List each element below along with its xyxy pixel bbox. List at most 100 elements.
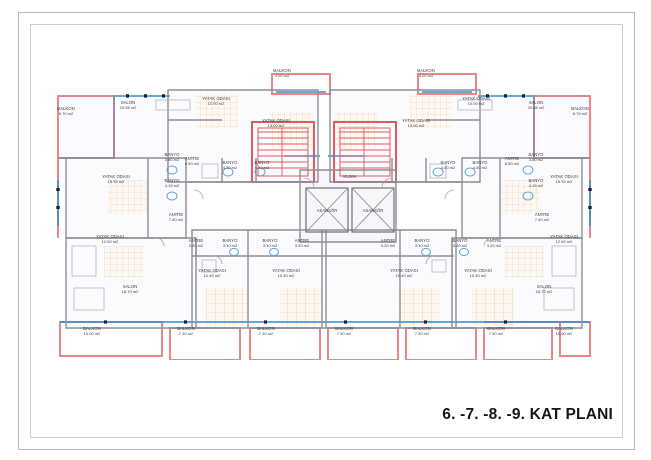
room-area: 18.70 m2	[122, 289, 139, 294]
room-area: 3.10 m2	[223, 243, 238, 248]
room-area: 7.30 m2	[489, 331, 504, 336]
room-name: YATAK ODASI	[550, 174, 578, 179]
room-area: 12.50 m2	[102, 239, 119, 244]
room-area: 15.30 m2	[108, 179, 125, 184]
elevator-left-label: ASANSÖR	[317, 208, 337, 213]
room-name: SALON	[529, 100, 544, 105]
room-area: 13.00 m2	[268, 123, 285, 128]
room-name: BANYO	[528, 152, 544, 157]
room-area: 12.50 m2	[556, 239, 573, 244]
room-name: ANTRE	[189, 238, 204, 243]
sheet-title: 6. -7. -8. -9. KAT PLANI	[442, 406, 613, 423]
room-area: 15.30 m2	[556, 179, 573, 184]
room-area: 4.00 m2	[419, 73, 434, 78]
room-name: BANYO	[222, 238, 238, 243]
room-name: YATAK ODASI	[262, 118, 290, 123]
core-labels: KLIMA ASANSÖR ASANSÖR	[317, 174, 383, 213]
room-name: BALKON	[413, 326, 430, 331]
room-name: BANYO	[472, 160, 488, 165]
room-name: YATAK ODASI	[462, 96, 490, 101]
room-name: BANYO	[164, 178, 180, 183]
room-area: 3.80 m2	[529, 157, 544, 162]
room-name: ANTRE	[185, 156, 200, 161]
room-area: 4.40 m2	[441, 165, 456, 170]
room-area: 4.15 m2	[165, 183, 180, 188]
room-area: 6.90 m2	[185, 161, 200, 166]
room-name: BALKON	[57, 106, 74, 111]
room-area: 6.90 m2	[505, 161, 520, 166]
stair-runs	[257, 127, 391, 177]
room-name: BALKON	[273, 68, 290, 73]
room-name: SALON	[121, 100, 136, 105]
room-name: YATAK ODASI	[550, 234, 578, 239]
room-name: ANTRE	[505, 156, 520, 161]
window-mullions	[56, 94, 592, 324]
room-area: 10.40 m2	[396, 273, 413, 278]
room-name: YATAK ODASI	[390, 268, 418, 273]
room-name: BANYO	[262, 238, 278, 243]
room-area: 3.20 m2	[189, 243, 204, 248]
room-name: BALKON	[83, 326, 100, 331]
room-area: 3.10 m2	[453, 243, 468, 248]
room-name: BANYO	[528, 178, 544, 183]
room-area: 7.30 m2	[259, 331, 274, 336]
room-area: 3.10 m2	[263, 243, 278, 248]
room-name: BALKON	[555, 326, 572, 331]
room-area: 4.40 m2	[255, 165, 270, 170]
room-area: 7.40 m2	[169, 217, 184, 222]
room-area: 13.00 m2	[408, 123, 425, 128]
room-area: 3.20 m2	[381, 243, 396, 248]
room-name: BALKON	[177, 326, 194, 331]
room-area: 7.30 m2	[415, 331, 430, 336]
room-area: 3.20 m2	[295, 243, 310, 248]
room-area: 6.70 m2	[573, 111, 588, 116]
room-area: 10.00 m2	[84, 331, 101, 336]
fixtures	[71, 99, 577, 311]
room-name: BANYO	[254, 160, 270, 165]
room-area: 10.00 m2	[556, 331, 573, 336]
room-name: BALKON	[571, 106, 588, 111]
room-name: BALKON	[335, 326, 352, 331]
room-area: 10.40 m2	[204, 273, 221, 278]
room-name: BANYO	[452, 238, 468, 243]
room-name: BALKON	[487, 326, 504, 331]
room-area: 3.80 m2	[165, 157, 180, 162]
